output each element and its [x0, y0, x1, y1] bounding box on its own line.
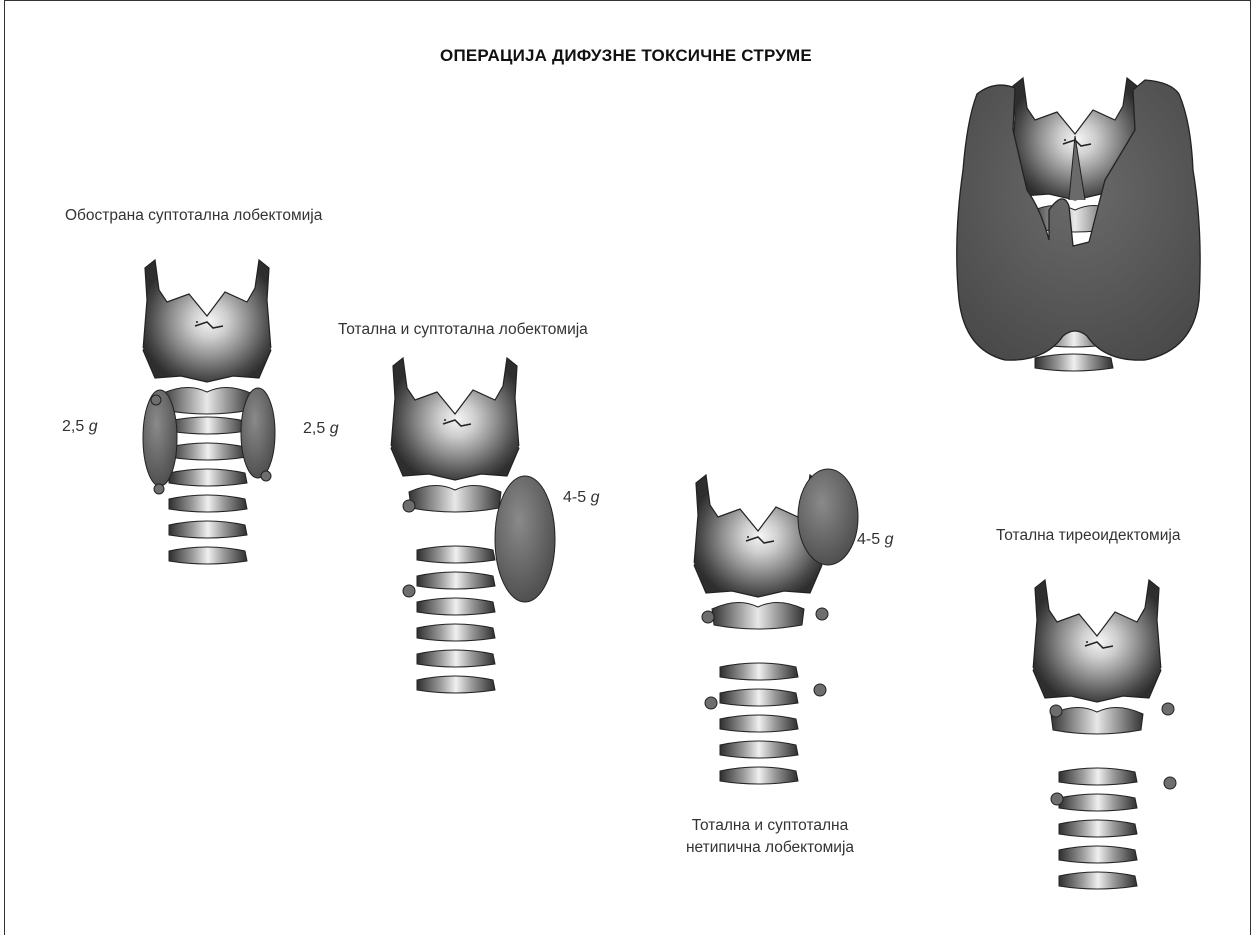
goiter-illustration — [957, 78, 1200, 371]
panel-3-weight: 4-5 g — [857, 531, 893, 549]
panel-2-label: Тотална и суптотална лобектомија — [338, 321, 588, 339]
panel-3-label-line2: нетипична лобектомија — [640, 837, 900, 859]
panel-2-weight: 4-5 g — [563, 489, 599, 507]
panel-4-label: Тотална тиреоидектомија — [996, 527, 1180, 545]
panel-4-larynx — [1030, 580, 1176, 889]
panel-1-larynx — [140, 260, 275, 564]
panel-3-label-line1: Тотална и суптотална — [640, 815, 900, 837]
panel-1-weight-left: 2,5 g — [62, 418, 98, 436]
panel-3-label: Тотална и суптотална нетипична лобектоми… — [640, 815, 900, 859]
panel-2-larynx — [388, 358, 555, 693]
panel-1-label: Обострана суптотална лобектомија — [65, 207, 322, 225]
panel-1-weight-right: 2,5 g — [303, 420, 339, 438]
panel-3-larynx — [691, 469, 858, 784]
